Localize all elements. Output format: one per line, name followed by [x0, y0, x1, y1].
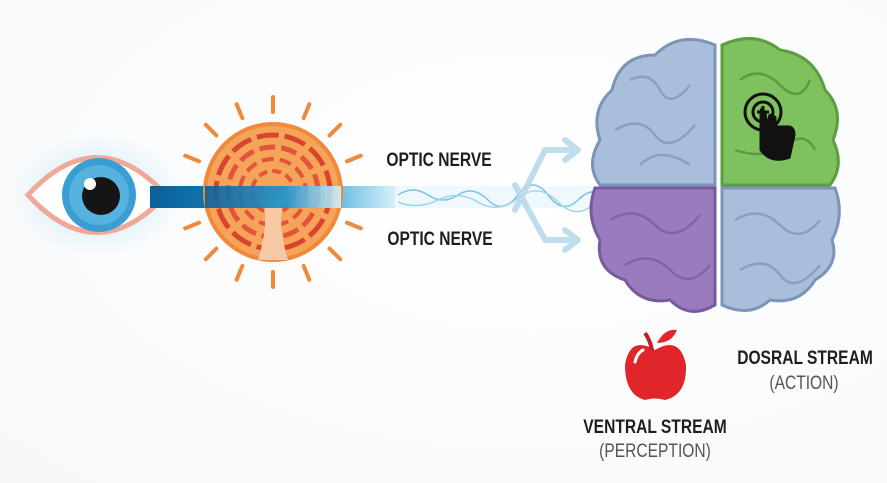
retina-ray: [234, 263, 245, 282]
retina-ray: [327, 122, 343, 138]
dorsal-stream-title: DOSRAL STREAM: [737, 348, 873, 369]
retina-ray: [301, 263, 312, 282]
optic-nerve-label-bottom: OPTIC NERVE: [387, 229, 493, 250]
brain-ventral-lobe: [589, 186, 717, 313]
apple-icon: [625, 329, 687, 400]
pathway-arrows: [512, 137, 581, 253]
brain-icon: [589, 37, 841, 313]
retina-ray: [203, 122, 219, 138]
retina-ray: [327, 246, 343, 262]
retina-ray: [344, 153, 363, 164]
optic-nerve-label-top: OPTIC NERVE: [386, 150, 492, 171]
retina-ray: [344, 220, 363, 231]
retina-icon: [183, 95, 363, 289]
dorsal-stream-subtitle: (ACTION): [769, 373, 839, 394]
retina-ray: [203, 246, 219, 262]
retina-ray: [234, 102, 245, 121]
pointing-hand-icon: [743, 92, 796, 161]
brain-lower-right-lobe: [720, 186, 841, 312]
retina-ray: [183, 153, 202, 164]
retina-ray: [301, 102, 312, 121]
eye-icon: [12, 135, 182, 255]
brain-upper-left-lobe: [591, 37, 717, 187]
ventral-stream-subtitle: (PERCEPTION): [599, 441, 711, 462]
retina-ray: [183, 220, 202, 231]
ventral-stream-title: VENTRAL STREAM: [583, 417, 727, 438]
